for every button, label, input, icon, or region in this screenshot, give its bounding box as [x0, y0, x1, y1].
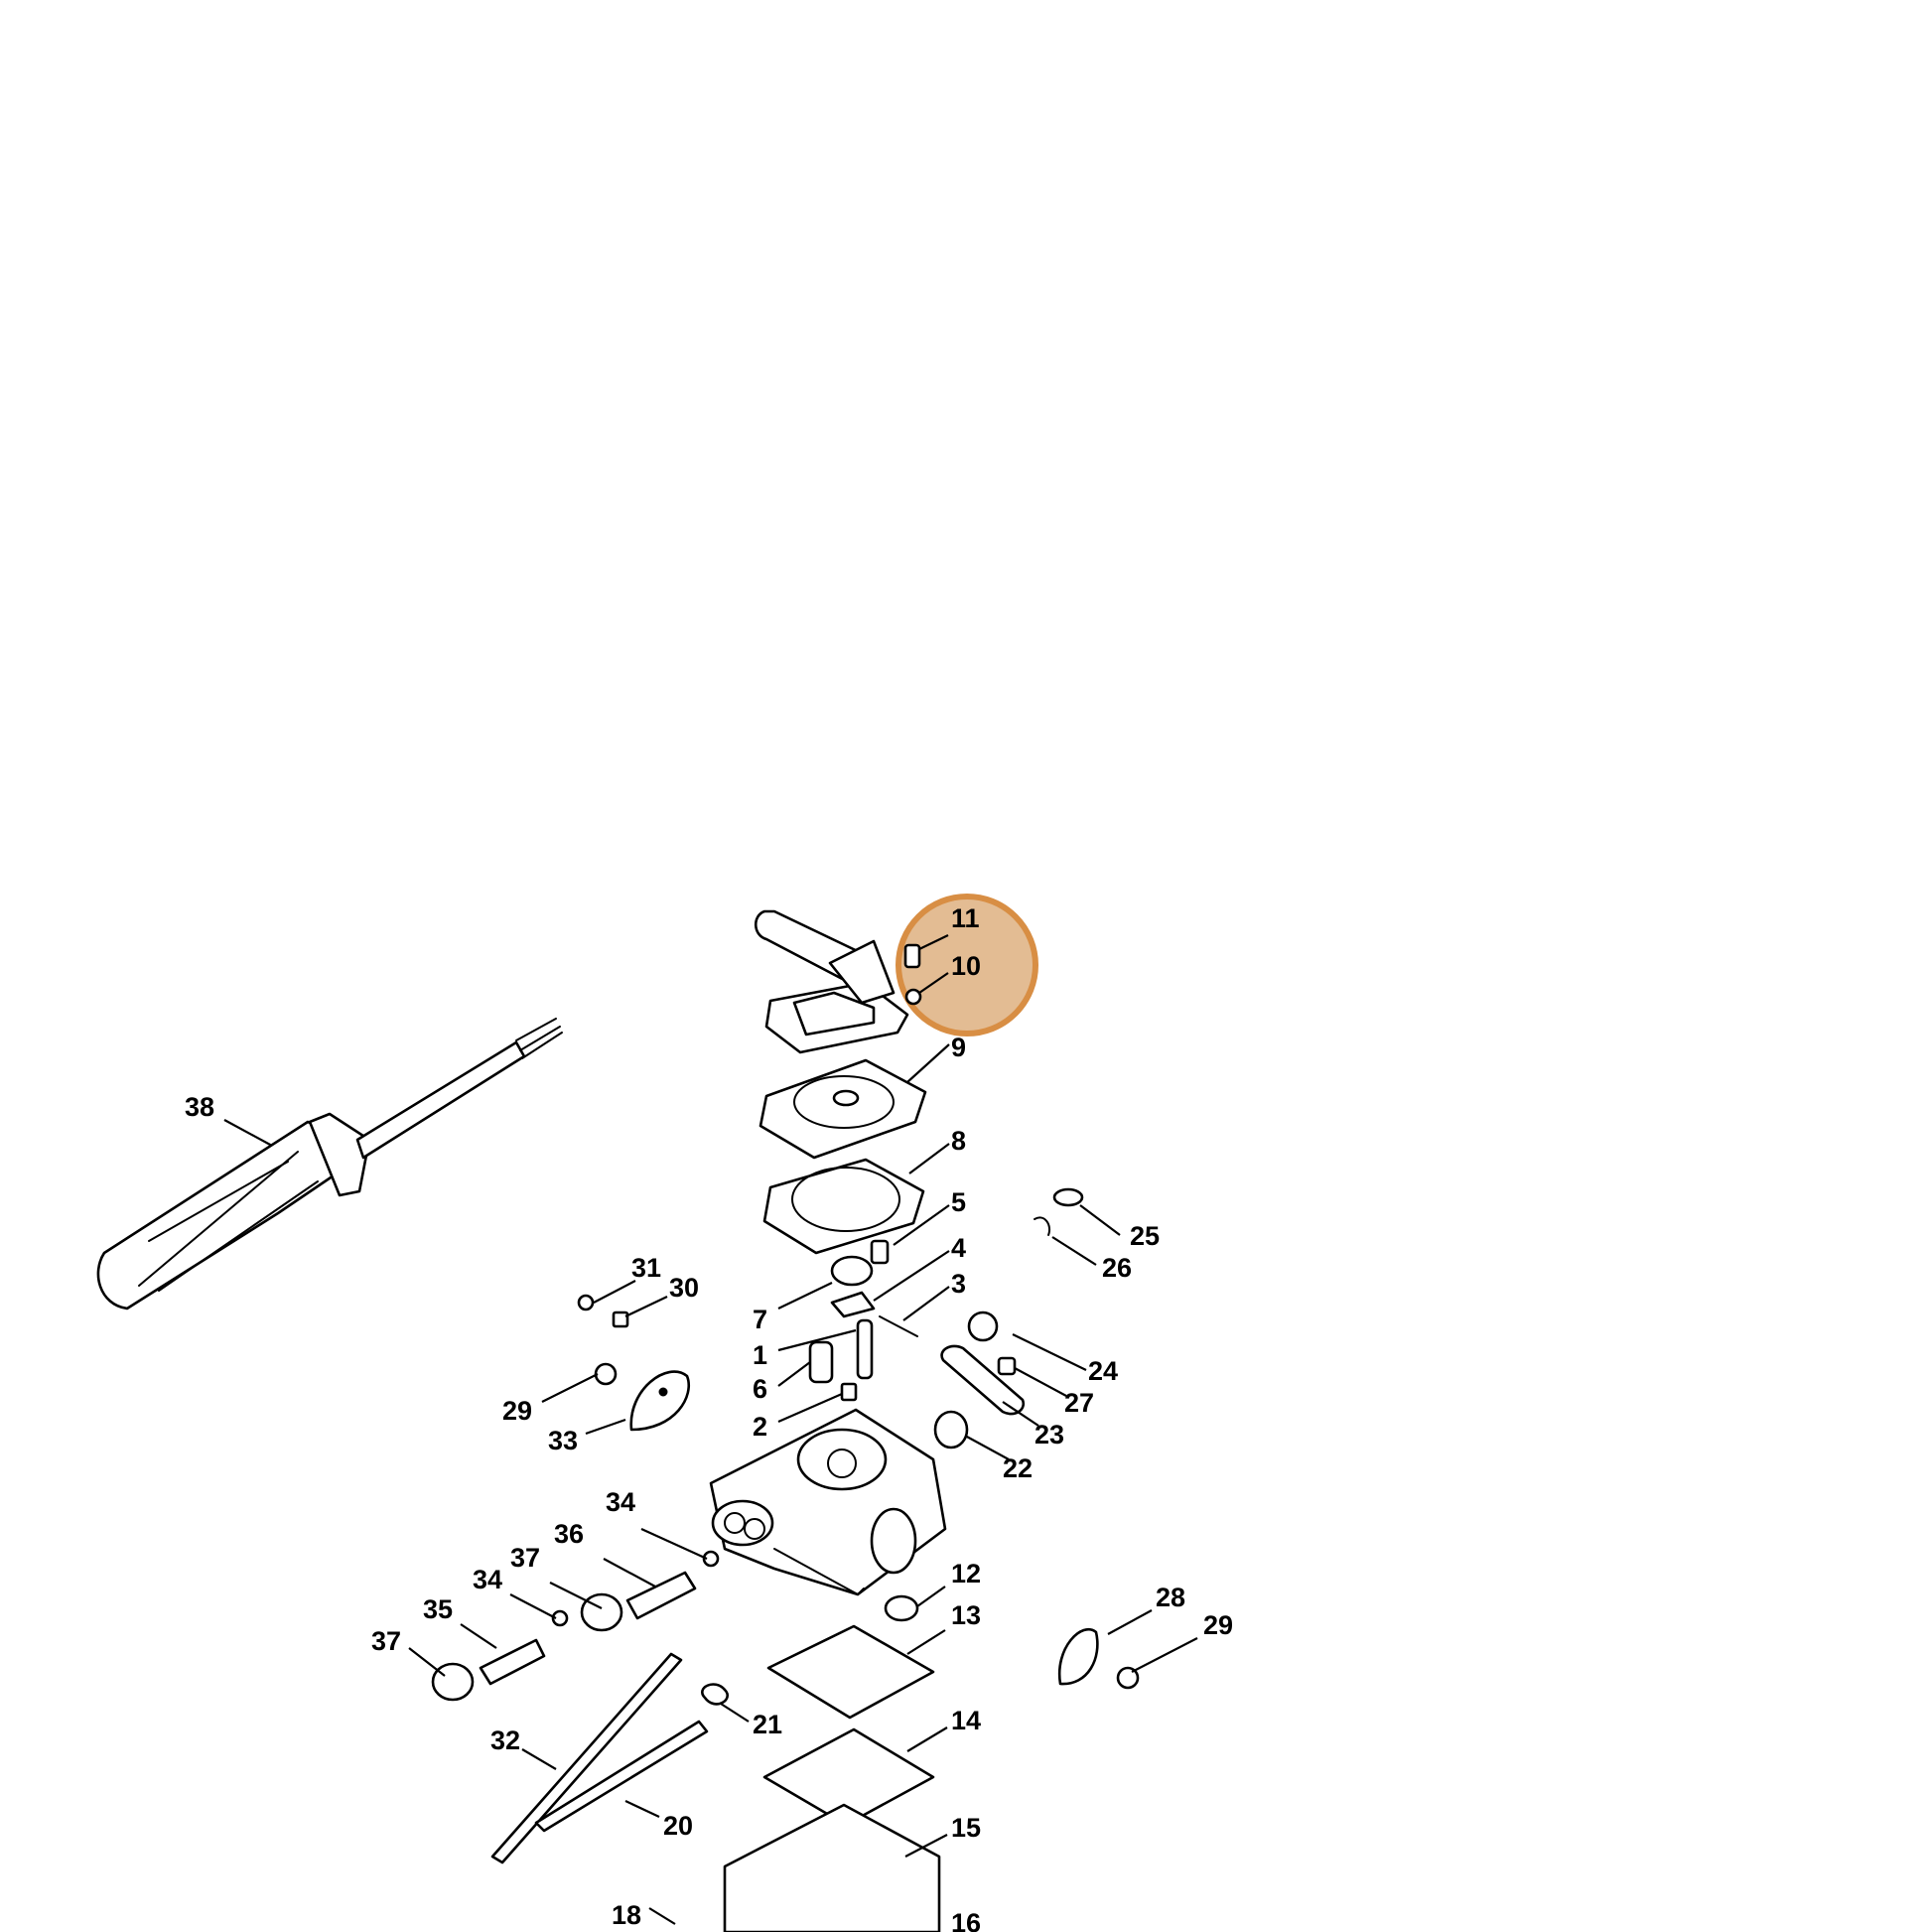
callout-29-left[interactable]: 29 — [502, 1396, 532, 1426]
callout-2[interactable]: 2 — [753, 1412, 767, 1442]
parts-31-30-29-33 — [577, 1294, 690, 1432]
callout-3[interactable]: 3 — [951, 1269, 966, 1299]
callout-34-lower[interactable]: 34 — [473, 1565, 502, 1594]
part-38-screwdriver — [96, 1018, 563, 1311]
part-8-gasket — [762, 1158, 925, 1255]
callout-1[interactable]: 1 — [753, 1340, 767, 1370]
callout-25[interactable]: 25 — [1130, 1221, 1160, 1251]
callout-33[interactable]: 33 — [548, 1426, 578, 1455]
callout-12[interactable]: 12 — [951, 1559, 981, 1588]
carburetor-body — [709, 1408, 947, 1596]
leader-lines — [223, 934, 1198, 1925]
callout-29-right[interactable]: 29 — [1203, 1610, 1233, 1640]
callout-16[interactable]: 16 — [951, 1908, 981, 1932]
callout-8[interactable]: 8 — [951, 1126, 966, 1156]
callout-13[interactable]: 13 — [951, 1600, 981, 1630]
callout-9[interactable]: 9 — [951, 1033, 966, 1062]
callout-36[interactable]: 36 — [554, 1519, 584, 1549]
callout-31[interactable]: 31 — [631, 1253, 661, 1283]
callout-14[interactable]: 14 — [951, 1706, 981, 1735]
callout-20[interactable]: 20 — [663, 1811, 693, 1841]
callout-15[interactable]: 15 — [951, 1813, 981, 1843]
callout-34-upper[interactable]: 34 — [606, 1487, 635, 1517]
parts-12-13-28-29 — [766, 1594, 1140, 1720]
callout-21[interactable]: 21 — [753, 1710, 782, 1739]
callout-27[interactable]: 27 — [1064, 1388, 1094, 1418]
parts-25-26-24-27-23-22 — [933, 1187, 1084, 1449]
small-parts-cluster — [808, 1239, 918, 1402]
part-9-diaphragm — [759, 1058, 927, 1160]
callout-28[interactable]: 28 — [1156, 1583, 1185, 1612]
callout-23[interactable]: 23 — [1035, 1420, 1064, 1449]
callout-labels: 11 10 9 8 5 4 3 7 1 6 2 38 31 30 29 33 2… — [185, 903, 1233, 1932]
callout-37-upper[interactable]: 37 — [510, 1543, 540, 1573]
highlight-circle[interactable] — [896, 894, 1038, 1036]
callout-7[interactable]: 7 — [753, 1305, 767, 1334]
callout-32[interactable]: 32 — [490, 1725, 520, 1755]
callout-35[interactable]: 35 — [423, 1594, 453, 1624]
callout-30[interactable]: 30 — [669, 1273, 699, 1303]
callout-26[interactable]: 26 — [1102, 1253, 1132, 1283]
callout-18[interactable]: 18 — [612, 1900, 641, 1930]
callout-6[interactable]: 6 — [753, 1374, 767, 1404]
callout-38[interactable]: 38 — [185, 1092, 214, 1122]
parts-lower-assembly — [490, 1652, 941, 1932]
part-11-10-cover — [754, 909, 922, 1054]
callout-37-lower[interactable]: 37 — [371, 1626, 401, 1656]
callout-22[interactable]: 22 — [1003, 1453, 1033, 1483]
callout-4[interactable]: 4 — [951, 1233, 966, 1263]
callout-5[interactable]: 5 — [951, 1187, 966, 1217]
callout-24[interactable]: 24 — [1088, 1356, 1118, 1386]
callout-11[interactable]: 11 — [951, 903, 980, 933]
callout-10[interactable]: 10 — [951, 951, 981, 981]
